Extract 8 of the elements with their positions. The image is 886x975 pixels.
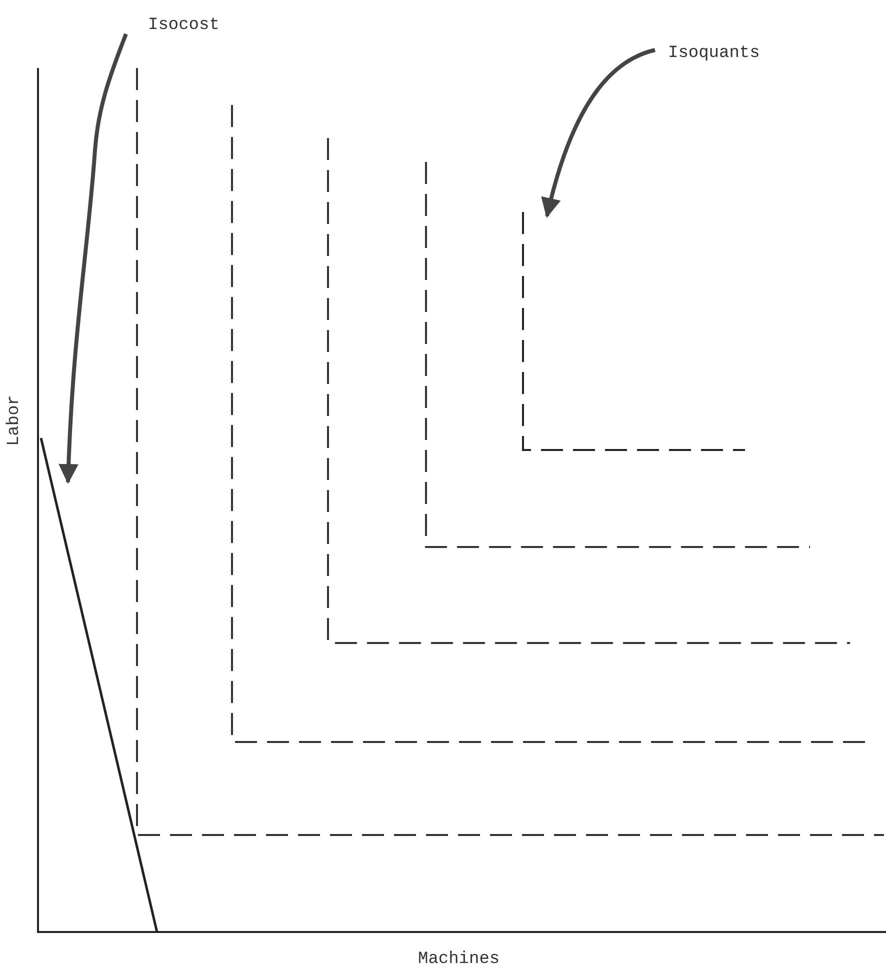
- leader-line: [58, 33, 128, 484]
- isoquant-curve: [522, 212, 745, 451]
- callout-label: Isocost: [148, 16, 220, 36]
- axis-label: Machines: [418, 950, 500, 970]
- axis-label: Labor: [5, 395, 25, 446]
- callout-label: Isoquants: [668, 44, 760, 64]
- leader-line: [542, 48, 656, 218]
- isocost-line: [40, 438, 158, 932]
